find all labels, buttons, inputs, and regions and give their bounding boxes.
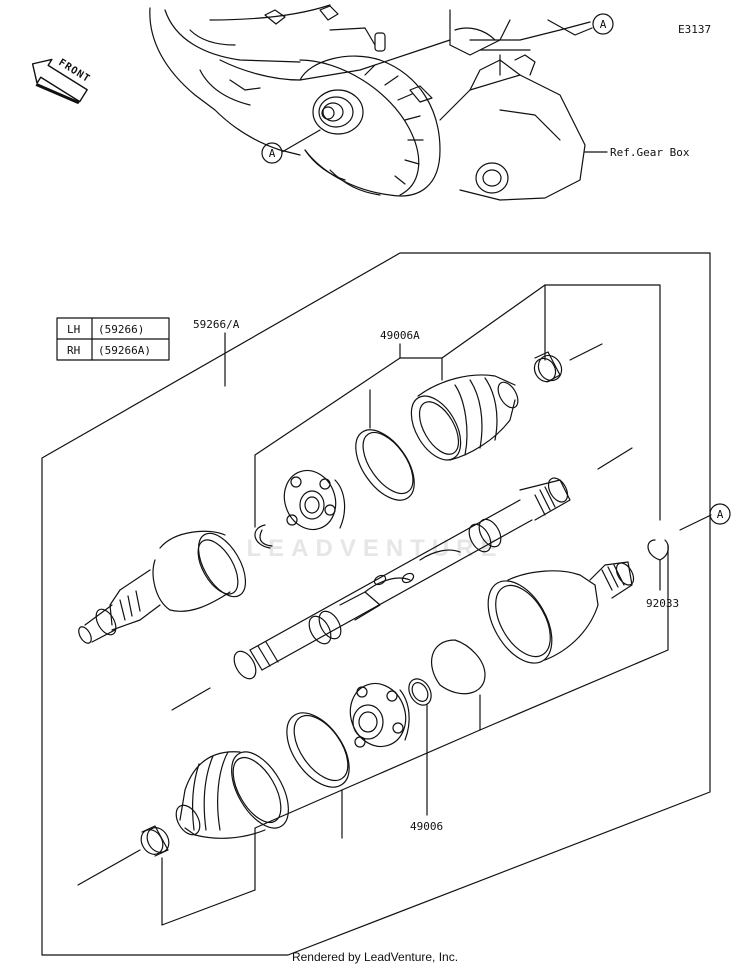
leader-a-top (547, 19, 593, 36)
joint-cage-lower (349, 682, 410, 748)
gear-box-illustration (149, 4, 591, 201)
part-label-92033: 92033 (646, 597, 679, 610)
cv-joint-outer (78, 530, 247, 644)
watermark: LEADVENTURE (246, 535, 504, 562)
axis-line-top (569, 343, 603, 361)
callout-a-right-circle (709, 503, 731, 525)
part-label-49006: 49006 (410, 820, 443, 833)
leader-a-left (281, 129, 321, 153)
band-ring-upper (355, 429, 415, 501)
drive-shaft (233, 477, 571, 680)
circlip-right (647, 539, 669, 561)
callout-a-top: A (600, 18, 607, 31)
bracket-49006-boot (254, 789, 343, 891)
boot-lower (175, 751, 289, 839)
table-row-rh-side: RH (67, 344, 80, 357)
circlip-upper (254, 524, 271, 549)
table-row-rh-part: (59266A) (98, 344, 151, 357)
boot-upper (410, 374, 519, 461)
cv-joint-inner (487, 561, 635, 664)
bracket-49006a-top (441, 284, 661, 521)
circlip-upper-inner (259, 529, 273, 547)
axis-line-bottom (77, 849, 141, 886)
bracket-49006a-left (254, 343, 401, 528)
footer-credit: Rendered by LeadVenture, Inc. (291, 950, 459, 964)
bracket-49006-clamp (161, 857, 256, 926)
c-ring-large (431, 639, 486, 695)
small-ring-lower (408, 678, 432, 706)
axis-line-upper (597, 447, 633, 470)
part-label-49006a: 49006A (380, 329, 420, 342)
ref-gear-box-label: Ref.Gear Box (610, 146, 690, 159)
joint-cage-upper (283, 469, 346, 531)
axis-line-lower (171, 687, 211, 711)
diagram-code: E3137 (678, 23, 711, 36)
callout-a-left: A (269, 147, 276, 160)
part-label-59266: 59266/A (193, 318, 240, 331)
callout-a-left-circle (261, 142, 283, 164)
table-row-lh-side: LH (67, 323, 80, 336)
band-ring-lower (286, 712, 350, 788)
bracket-49006a-mid (399, 357, 443, 381)
leader-a-right (679, 514, 712, 531)
front-arrow-icon (31, 58, 88, 105)
small-clamp-lower (140, 825, 170, 857)
assembly-frame (41, 252, 711, 956)
callout-a-right: A (717, 508, 724, 521)
callout-a-top-circle (592, 13, 614, 35)
table-row-lh-part: (59266) (98, 323, 144, 336)
small-clamp-upper (533, 351, 563, 383)
bracket-49006-right (479, 544, 669, 731)
variant-table-frame (56, 317, 170, 361)
